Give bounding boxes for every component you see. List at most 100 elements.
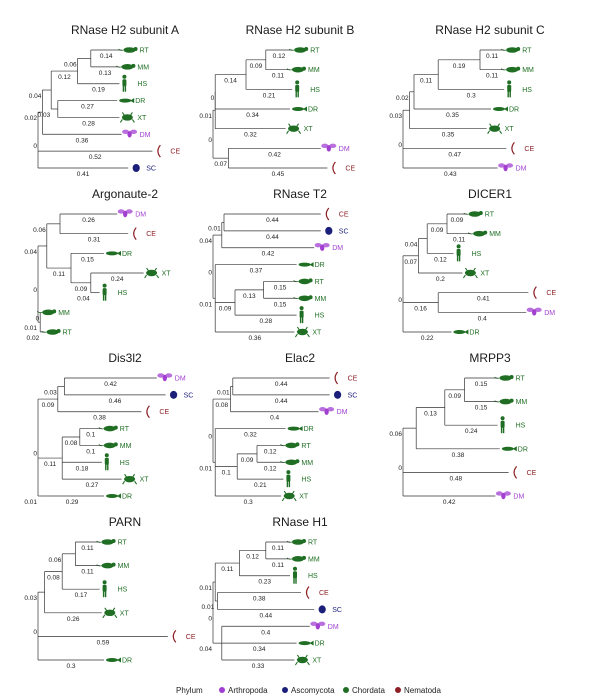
- branch-length-label: 0.06: [33, 227, 46, 234]
- panel-title: RNase H2 subunit A: [71, 23, 179, 37]
- tree-panels: RNase H2 subunit ART0.14MM0.130.06HS0.19…: [24, 23, 556, 670]
- species-label-xt: XT: [162, 271, 172, 278]
- branch-length-label: 0.11: [272, 545, 285, 552]
- branch-length-label: 0.11: [44, 461, 57, 468]
- branch-length-label: 0.04: [199, 238, 212, 245]
- species-label-sc: SC: [146, 166, 156, 173]
- branch-length-label: 0.44: [275, 381, 288, 388]
- yeast-icon: [325, 226, 333, 235]
- branch-length-label: 0.14: [224, 78, 237, 85]
- panel-title: Dis3l2: [108, 351, 142, 365]
- branch-length-label: 0.41: [477, 296, 490, 303]
- frog-icon: [294, 654, 310, 666]
- species-label-ce: CE: [546, 290, 556, 297]
- tree-panel-mrpp3: MRPP3RT0.15MM0.150.09HS0.240.13DR0.380.0…: [389, 351, 536, 506]
- branch-length-label: 0.42: [443, 499, 456, 506]
- species-label-dm: DM: [339, 146, 350, 153]
- branch-length-label: 0.13: [424, 411, 437, 418]
- branch-length-label: 0.1: [86, 448, 95, 455]
- branch-length-label: 0.04: [405, 242, 418, 249]
- branch-length-label: 0.44: [266, 217, 279, 224]
- branch-length-label: 0: [398, 465, 402, 472]
- phylum-legend: Phylum Arthropoda Ascomycota Chordata Ne…: [176, 686, 441, 695]
- branch-length-label: 0.23: [258, 579, 271, 586]
- species-label-rt: RT: [485, 212, 495, 219]
- mouse-icon: [36, 309, 57, 316]
- branch-length-label: 0.06: [389, 431, 402, 438]
- frog-icon: [487, 123, 503, 134]
- branch-length-label: 0: [36, 315, 40, 322]
- species-label-sc: SC: [339, 228, 349, 235]
- fly-icon: [526, 307, 542, 316]
- zebrafish-icon: [501, 446, 517, 452]
- zebrafish-icon: [119, 98, 135, 104]
- panel-title: Argonaute-2: [92, 187, 158, 201]
- branch-length-label: 0.02: [396, 95, 409, 102]
- branch-length-label: 0.35: [446, 112, 459, 119]
- branch-length-label: 0.03: [389, 113, 402, 120]
- branch-length-label: 0.11: [221, 566, 234, 573]
- branch-length-label: 0.4: [270, 415, 279, 422]
- branch-length-label: 0.1: [86, 432, 95, 439]
- panel-title: RNase H2 subunit C: [435, 23, 545, 37]
- nematode-icon: [325, 207, 330, 221]
- branch-length-label: 0.09: [448, 393, 461, 400]
- branch-length-label: 0.32: [244, 432, 257, 439]
- frog-icon: [102, 607, 118, 619]
- species-label-ce: CE: [170, 149, 180, 156]
- branch-length-label: 0: [208, 434, 212, 441]
- species-label-ce: CE: [319, 590, 329, 597]
- species-label-hs: HS: [118, 587, 128, 594]
- branch-length-label: 0.15: [475, 405, 488, 412]
- species-label-rt: RT: [301, 443, 311, 450]
- nematode-icon: [511, 141, 515, 155]
- zebrafish-icon: [298, 640, 314, 646]
- yeast-icon: [318, 605, 326, 614]
- branch-length-label: 0: [33, 629, 37, 636]
- branch-length-label: 0.16: [414, 306, 427, 313]
- branch-length-label: 0: [208, 270, 212, 277]
- branch-length-label: 0.21: [263, 92, 276, 99]
- branch-length-label: 0.08: [47, 575, 60, 582]
- zebrafish-icon: [106, 493, 121, 499]
- species-label-dm: DM: [513, 494, 524, 501]
- legend-dot-ascomycota: [282, 687, 288, 693]
- nematode-icon: [157, 144, 161, 158]
- branch-length-label: 0.01: [24, 325, 37, 332]
- branch-length-label: 0.36: [248, 335, 261, 342]
- frog-icon: [119, 112, 135, 123]
- branch-length-label: 0.42: [104, 381, 117, 388]
- branch-length-label: 0.42: [268, 151, 281, 158]
- branch-length-label: 0.19: [92, 87, 105, 94]
- fly-icon: [157, 373, 173, 382]
- branch-length-label: 0.35: [442, 132, 455, 139]
- branch-length-label: 0.11: [81, 569, 94, 576]
- mouse-icon: [286, 66, 306, 73]
- tree-panel-dicer1: DICER1RT0.09MM0.110.09HS0.120.04XT0.20.0…: [398, 187, 556, 342]
- species-label-dr: DR: [518, 446, 528, 453]
- tree-panel-rnase-h2-subunit-b: RNase H2 subunit BRT0.12MM0.110.09HS0.21…: [199, 23, 355, 178]
- species-label-rt: RT: [310, 48, 320, 55]
- zebrafish-icon: [493, 106, 508, 112]
- species-label-hs: HS: [522, 87, 532, 94]
- species-label-dr: DR: [469, 330, 479, 337]
- human-icon: [295, 80, 300, 98]
- branch-length-label: 0.09: [431, 227, 444, 234]
- branch-length-label: 0.03: [44, 389, 57, 396]
- branch-length-label: 0.02: [24, 115, 37, 122]
- branch-length-label: 0.19: [453, 63, 466, 70]
- branch-length-label: 0.07: [214, 161, 227, 168]
- species-label-mm: MM: [120, 443, 132, 450]
- yeast-icon: [132, 164, 140, 172]
- species-label-xt: XT: [304, 126, 314, 133]
- branch-length-label: 0.3: [66, 663, 75, 670]
- tree-panel-argonaute-2: Argonaute-2DM0.26CE0.310.06DR0.15XT0.24H…: [24, 187, 171, 342]
- nematode-icon: [533, 286, 537, 300]
- branch-length-label: 0.15: [274, 301, 287, 308]
- branch-length-label: 0.03: [38, 112, 51, 119]
- species-label-xt: XT: [312, 658, 322, 665]
- branch-length-label: 0.33: [252, 663, 265, 670]
- branch-length-label: 0.22: [421, 335, 434, 342]
- frog-icon: [462, 267, 478, 279]
